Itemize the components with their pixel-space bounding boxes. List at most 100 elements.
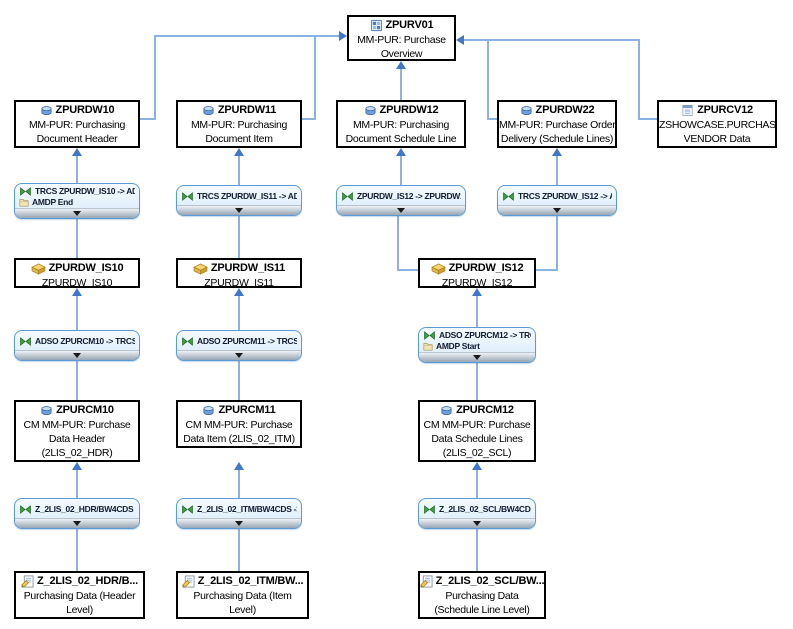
transformation-cm10-to-is10[interactable]: ADSO ZPURCM10 -> TRCS ZP... bbox=[14, 330, 140, 361]
node-zpurdw-is10[interactable]: ZPURDW_IS10 ZPURDW_IS10 bbox=[14, 258, 140, 288]
expand-collapse-handle[interactable] bbox=[419, 352, 535, 362]
collapse-triangle-icon bbox=[235, 521, 243, 526]
transformation-icon bbox=[341, 192, 354, 201]
node-description: Document Header bbox=[36, 133, 118, 145]
amdp-label: AMDP End bbox=[32, 197, 73, 207]
expand-collapse-handle[interactable] bbox=[15, 208, 139, 218]
node-description: CM MM-PUR: Purchase bbox=[23, 419, 131, 431]
transformation-is11-to-dw11[interactable]: TRCS ZPURDW_IS11 -> ADSO... bbox=[176, 185, 302, 216]
transformation-cm11-to-is11[interactable]: ADSO ZPURCM11 -> TRCS ZP... bbox=[176, 330, 302, 361]
node-name: ZPURDW_IS11 bbox=[210, 262, 286, 274]
collapse-triangle-icon bbox=[473, 521, 481, 526]
transformation-icon bbox=[181, 337, 194, 346]
node-description: ZSHOWCASE.PURCHASI... bbox=[659, 119, 777, 131]
adso-icon bbox=[364, 104, 377, 117]
node-zpurdw11[interactable]: ZPURDW11 MM-PUR: Purchasing Document Ite… bbox=[176, 100, 302, 148]
node-name: ZPURCV12 bbox=[697, 104, 753, 116]
expand-collapse-handle[interactable] bbox=[337, 205, 465, 215]
node-description: VENDOR Data bbox=[683, 133, 751, 145]
node-zpurcm10[interactable]: ZPURCM10 CM MM-PUR: Purchase Data Header… bbox=[14, 400, 140, 462]
flow-arrow-icon bbox=[339, 31, 347, 41]
node-description: CM MM-PUR: Purchase bbox=[185, 419, 293, 431]
infosource-icon bbox=[193, 263, 208, 275]
node-name: ZPURDW12 bbox=[379, 104, 439, 116]
infosource-icon bbox=[431, 263, 446, 275]
flow-arrow-icon bbox=[472, 288, 482, 296]
transformation-label: ADSO ZPURCM12 -> TRCS ZP... bbox=[439, 330, 531, 340]
expand-collapse-handle[interactable] bbox=[419, 518, 535, 528]
collapse-triangle-icon bbox=[73, 521, 81, 526]
expand-collapse-handle[interactable] bbox=[498, 205, 616, 215]
transformation-is12-to-dw12[interactable]: ZPURDW_IS12 -> ZPURDW12 bbox=[336, 185, 466, 216]
node-zpurdw-is12[interactable]: ZPURDW_IS12 ZPURDW_IS12 bbox=[418, 258, 536, 288]
expand-collapse-handle[interactable] bbox=[15, 350, 139, 360]
collapse-triangle-icon bbox=[473, 355, 481, 360]
flow-arrow-icon bbox=[396, 61, 406, 69]
node-zpurdw-is11[interactable]: ZPURDW_IS11 ZPURDW_IS11 bbox=[176, 258, 302, 288]
node-name: ZPURDW22 bbox=[535, 104, 595, 116]
node-name: Z_2LIS_02_HDR/B... bbox=[37, 575, 138, 587]
transformation-cm12-to-is12[interactable]: ADSO ZPURCM12 -> TRCS ZP... AMDP Start bbox=[418, 327, 536, 363]
node-zpurv01[interactable]: ZPURV01 MM-PUR: Purchase Overview bbox=[347, 15, 456, 61]
expand-collapse-handle[interactable] bbox=[177, 350, 301, 360]
expand-collapse-handle[interactable] bbox=[177, 205, 301, 215]
transformation-label: TRCS ZPURDW_IS12 -> ADSO... bbox=[518, 191, 612, 201]
connector-line bbox=[476, 363, 478, 400]
node-name: ZPURCM10 bbox=[56, 404, 114, 416]
transformation-icon bbox=[19, 337, 32, 346]
node-name: ZPURDW11 bbox=[217, 104, 277, 116]
node-zpurdw12[interactable]: ZPURDW12 MM-PUR: Purchasing Document Sch… bbox=[336, 100, 466, 148]
flow-arrow-icon bbox=[456, 35, 464, 45]
transformation-hdr-to-cm10[interactable]: Z_2LIS_02_HDR/BW4CDS -> Z... bbox=[14, 498, 140, 529]
connector-line bbox=[487, 118, 497, 120]
flow-arrow-icon bbox=[72, 462, 82, 470]
transformation-label: Z_2LIS_02_HDR/BW4CDS -> Z... bbox=[35, 504, 135, 514]
node-zpurdw10[interactable]: ZPURDW10 MM-PUR: Purchasing Document Hea… bbox=[14, 100, 140, 148]
collapse-triangle-icon bbox=[553, 208, 561, 213]
flow-arrow-icon bbox=[552, 148, 562, 156]
amdp-label: AMDP Start bbox=[436, 341, 480, 351]
node-description: (2LIS_02_SCL) bbox=[442, 447, 512, 459]
transformation-scl-to-cm12[interactable]: Z_2LIS_02_SCL/BW4CDS -> Z... bbox=[418, 498, 536, 529]
connector-line bbox=[238, 361, 240, 400]
node-description: Purchasing Data bbox=[445, 590, 519, 602]
expand-collapse-handle[interactable] bbox=[15, 518, 139, 528]
node-description: Purchasing Data (Header bbox=[23, 590, 136, 602]
node-datasource-2lis-02-hdr[interactable]: Z_2LIS_02_HDR/B... Purchasing Data (Head… bbox=[14, 571, 145, 619]
connector-line bbox=[238, 156, 240, 185]
adso-icon bbox=[202, 104, 215, 117]
collapse-triangle-icon bbox=[397, 208, 405, 213]
transformation-is12-to-dw22[interactable]: TRCS ZPURDW_IS12 -> ADSO... bbox=[497, 185, 617, 216]
transformation-icon bbox=[181, 192, 194, 201]
adso-icon bbox=[40, 404, 53, 417]
connector-line bbox=[154, 35, 156, 120]
datasource-icon bbox=[182, 575, 195, 588]
connector-line bbox=[76, 156, 78, 183]
adso-icon bbox=[40, 104, 53, 117]
node-description: Document Schedule Line bbox=[345, 133, 457, 145]
node-description: MM-PUR: Purchasing bbox=[28, 119, 126, 131]
compositeprovider-icon bbox=[370, 19, 383, 32]
connector-line bbox=[397, 269, 418, 271]
node-zpurcm12[interactable]: ZPURCM12 CM MM-PUR: Purchase Data Schedu… bbox=[418, 400, 536, 462]
connector-line bbox=[76, 470, 78, 498]
transformation-label: TRCS ZPURDW_IS11 -> ADSO... bbox=[197, 191, 297, 201]
transformation-label: TRCS ZPURDW_IS10 -> ADSO... bbox=[35, 186, 135, 196]
transformation-label: ADSO ZPURCM10 -> TRCS ZP... bbox=[35, 336, 135, 346]
transformation-itm-to-cm11[interactable]: Z_2LIS_02_ITM/BW4CDS -> Z... bbox=[176, 498, 302, 529]
node-name: ZPURDW10 bbox=[55, 104, 115, 116]
node-zpurdw22[interactable]: ZPURDW22 MM-PUR: Purchase Order Delivery… bbox=[497, 100, 617, 148]
node-description: CM MM-PUR: Purchase bbox=[423, 419, 531, 431]
node-zpurcv12[interactable]: ZPURCV12 ZSHOWCASE.PURCHASI... VENDOR Da… bbox=[657, 100, 777, 148]
node-name: Z_2LIS_02_ITM/BW... bbox=[197, 575, 304, 587]
transformation-label: ADSO ZPURCM11 -> TRCS ZP... bbox=[197, 336, 297, 346]
node-description: MM-PUR: Purchasing bbox=[190, 119, 288, 131]
node-zpurcm11[interactable]: ZPURCM11 CM MM-PUR: Purchase Data Item (… bbox=[176, 400, 302, 448]
transformation-icon bbox=[19, 187, 32, 196]
transformation-icon bbox=[502, 192, 515, 201]
expand-collapse-handle[interactable] bbox=[177, 518, 301, 528]
node-datasource-2lis-02-scl[interactable]: Z_2LIS_02_SCL/BW... Purchasing Data (Sch… bbox=[418, 571, 546, 619]
node-datasource-2lis-02-itm[interactable]: Z_2LIS_02_ITM/BW... Purchasing Data (Ite… bbox=[176, 571, 309, 619]
adso-icon bbox=[440, 404, 453, 417]
transformation-is10-to-dw10[interactable]: TRCS ZPURDW_IS10 -> ADSO... AMDP End bbox=[14, 183, 140, 219]
